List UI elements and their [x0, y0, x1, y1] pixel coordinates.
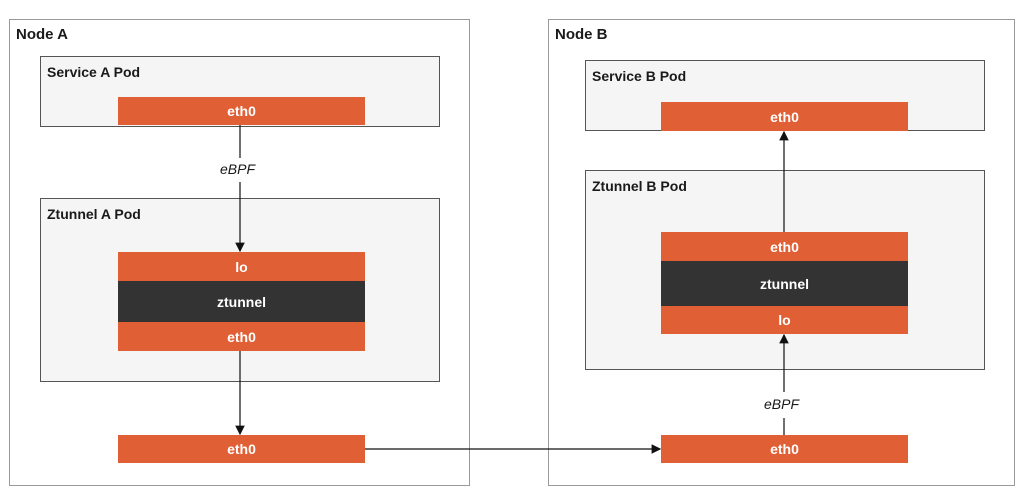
- node-b-title: Node B: [555, 26, 608, 43]
- ztunnel-a-process: ztunnel: [118, 281, 365, 322]
- service-a-pod-title: Service A Pod: [47, 64, 141, 80]
- ebpf-label-a: eBPF: [218, 161, 258, 177]
- ztunnel-b-process: ztunnel: [661, 261, 908, 306]
- ztunnel-a-pod-title: Ztunnel A Pod: [47, 206, 141, 222]
- ztunnel-b-lo: lo: [661, 306, 908, 334]
- node-a-title: Node A: [16, 26, 68, 43]
- ztunnel-b-eth0: eth0: [661, 232, 908, 261]
- ztunnel-a-lo: lo: [118, 252, 365, 281]
- ebpf-label-b: eBPF: [762, 396, 802, 412]
- node-a-eth0: eth0: [118, 435, 365, 463]
- ztunnel-a-eth0: eth0: [118, 322, 365, 351]
- node-b-eth0: eth0: [661, 435, 908, 463]
- service-a-eth0: eth0: [118, 97, 365, 125]
- ztunnel-b-pod-title: Ztunnel B Pod: [592, 178, 687, 194]
- service-b-eth0: eth0: [661, 102, 908, 131]
- service-b-pod-title: Service B Pod: [592, 68, 687, 84]
